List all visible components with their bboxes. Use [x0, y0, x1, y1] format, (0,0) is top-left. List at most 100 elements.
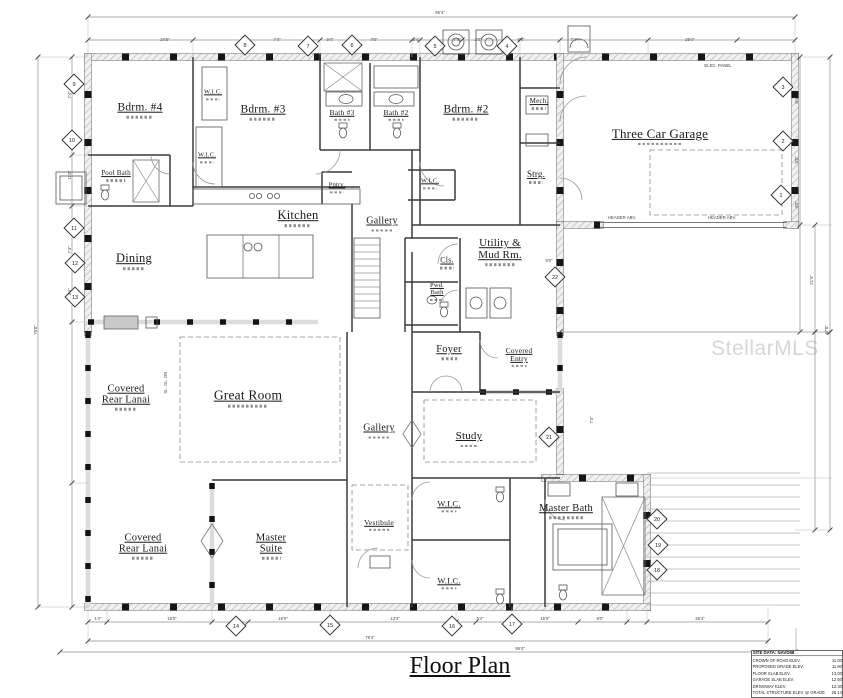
- room-dimension-note: [284, 224, 312, 227]
- dimension-text: 25'4": [695, 616, 705, 622]
- door-swing: [419, 161, 445, 187]
- dimension-text: HEADER ABV.: [707, 215, 737, 221]
- keynote-number: 16: [448, 623, 456, 629]
- room-dimension-note: [430, 298, 444, 302]
- site-data-value: 11.80': [831, 665, 843, 670]
- tray-ceiling-dashed: [351, 484, 409, 551]
- keynote-number: 9: [72, 81, 76, 87]
- room-label-text: Cls.: [440, 255, 454, 265]
- dim-tick: [85, 37, 91, 43]
- site-data-rows: CROWN OF ROAD ELEV. 11.00' PROPOSED GRADE …: [752, 658, 843, 697]
- french-door: [200, 523, 213, 559]
- dimension-text: 8'4": [794, 96, 800, 104]
- room-dimension-note: [368, 528, 390, 532]
- room-label-covered-rear-lanai-28: Covered Rear Lanai: [119, 533, 167, 560]
- dim-tick: [645, 37, 651, 43]
- room-label-text: Strg.: [526, 169, 546, 180]
- room-label-text: Foyer: [436, 344, 462, 356]
- dimension-text: 5'4": [476, 616, 484, 622]
- dimension-text: HEADER ABV.: [607, 215, 637, 221]
- appliance-circle: [469, 296, 483, 310]
- dim-tick: [85, 619, 91, 625]
- fixture: [373, 91, 415, 107]
- keynote-number: 7: [306, 43, 310, 49]
- toilet: [495, 593, 504, 605]
- room-label-text: W.I.C.: [197, 151, 217, 159]
- appliance-circle: [273, 192, 280, 199]
- room-label-text: Bdrm. #2: [443, 103, 489, 116]
- dimension-text: 15'0": [167, 616, 177, 622]
- fixture: [55, 171, 87, 205]
- keynote-number: 21: [545, 434, 553, 440]
- room-label-text: Pwd. Bath: [430, 281, 444, 296]
- site-data-value: 13.00': [831, 671, 843, 677]
- room-dimension-note: [423, 187, 437, 190]
- room-dimension-note: [330, 191, 344, 194]
- summer-kitchen-grill: [103, 315, 139, 330]
- room-label-text: Covered Rear Lanai: [118, 532, 168, 555]
- room-label-vestibule-25: Vestibule: [364, 518, 394, 532]
- keynote-number: 14: [232, 623, 240, 629]
- room-label-utility-mud-rm-16: Utility & Mud Rm.: [478, 238, 522, 266]
- room-label-bdrm-4-0: Bdrm. #4: [117, 102, 162, 119]
- dim-tick: [69, 203, 75, 209]
- room-dimension-note: [531, 107, 546, 110]
- toilet-tank: [439, 301, 449, 308]
- room-label-gallery-14: Gallery: [366, 216, 397, 232]
- dim-tick: [812, 527, 818, 533]
- dim-tick: [827, 527, 833, 533]
- room-label-mech-5: Mech.: [530, 97, 549, 110]
- keynote-number: 12: [71, 260, 79, 266]
- door-swing: [429, 375, 447, 393]
- fixture: [206, 234, 314, 279]
- room-dimension-note: [529, 181, 543, 184]
- room-label-bath-2-3: Bath #2: [384, 108, 409, 122]
- site-data-row: GARAGE SLAB ELEV.12.50': [752, 678, 843, 682]
- dimension-text: ELEC. PANEL: [704, 63, 732, 69]
- dim-tick: [792, 37, 798, 43]
- site-data-label: CROWN OF ROAD ELEV.: [752, 659, 801, 664]
- room-label-text: Covered Rear Lanai: [101, 383, 151, 406]
- dim-tick: [35, 54, 41, 60]
- room-label-text: Pool Bath: [101, 169, 131, 178]
- appliance-circle: [266, 192, 273, 199]
- site-data-row: FLOOR SLAB ELEV.13.00': [752, 672, 843, 676]
- room-dimension-note: [200, 161, 214, 164]
- dimension-text: 9'4": [517, 37, 525, 43]
- room-label-covered-rear-lanai-21: Covered Rear Lanai: [102, 384, 150, 411]
- appliance-circle: [447, 33, 465, 51]
- room-dimension-note: [485, 263, 515, 266]
- dim-tick: [245, 619, 251, 625]
- dimension-text: 1'4": [94, 616, 102, 622]
- dim-tick: [797, 54, 803, 60]
- room-label-w-i-c-9: W.I.C.: [204, 88, 222, 101]
- room-label-study-24: Study: [455, 429, 483, 448]
- appliance-circle: [484, 37, 494, 47]
- fixture: [489, 287, 512, 319]
- shower-x: [132, 159, 160, 203]
- dim-tick: [69, 152, 75, 158]
- room-label-text: Bdrm. #3: [240, 103, 286, 116]
- room-label-text: Study: [455, 429, 483, 442]
- dimension-text: 8'0": [596, 616, 604, 622]
- room-dimension-note: [441, 510, 457, 513]
- fixture: [195, 126, 223, 188]
- dim-tick: [575, 619, 581, 625]
- site-data-value: 11.00': [831, 659, 843, 664]
- toilet-tank: [392, 122, 402, 129]
- dimension-text: 3'4": [67, 288, 73, 296]
- dim-tick: [35, 604, 41, 610]
- room-dimension-note: [638, 142, 682, 146]
- shower-box: [132, 159, 160, 203]
- dimension-text: 5'0": [794, 156, 800, 164]
- tray-ceiling-dashed: [423, 399, 537, 463]
- dim-tick: [69, 604, 75, 610]
- room-label-text: W.I.C.: [437, 575, 461, 586]
- dimension-text: 7'4": [453, 37, 461, 43]
- fixture: [192, 188, 361, 205]
- french-door: [211, 523, 224, 559]
- dim-tick: [644, 619, 650, 625]
- site-data-row: PROPOSED GRADE ELEV.11.80': [752, 666, 843, 670]
